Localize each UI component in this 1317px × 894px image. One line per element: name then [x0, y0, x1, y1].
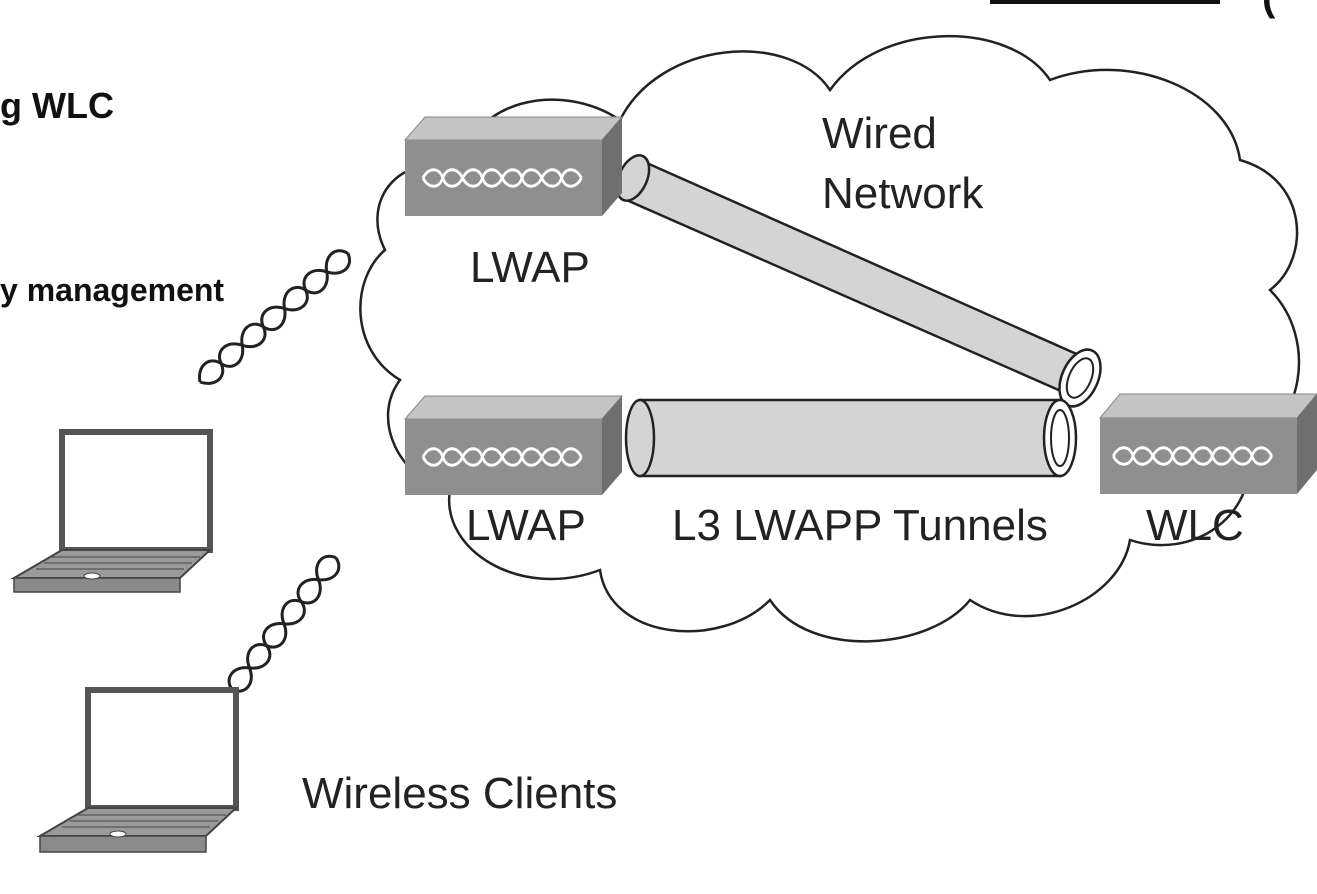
- fragment-line1: g WLC: [0, 85, 114, 126]
- tunnel-diagonal: [615, 154, 1102, 408]
- wired-network-label-line1: Wired: [822, 109, 937, 158]
- lwap-top-label: LWAP: [470, 243, 590, 292]
- wlc-device: [1098, 393, 1317, 494]
- fragment-top-right: (: [1262, 0, 1276, 19]
- laptop-client-2: [36, 687, 239, 853]
- radio-link-top: [191, 243, 357, 392]
- lwap-bottom-label: LWAP: [466, 501, 586, 550]
- fragment-top-bar: [990, 0, 1220, 4]
- tunnel-horizontal: [624, 398, 1078, 478]
- lwap-bottom-device: [403, 395, 624, 495]
- tunnels-label: L3 LWAPP Tunnels: [672, 501, 1048, 550]
- fragment-line2: y management: [0, 272, 224, 308]
- wireless-clients-label: Wireless Clients: [302, 769, 617, 818]
- laptop-client-1: [10, 429, 213, 593]
- lwap-top-device: [403, 116, 624, 216]
- wlc-label: WLC: [1146, 501, 1244, 550]
- wired-network-label-line2: Network: [822, 169, 984, 218]
